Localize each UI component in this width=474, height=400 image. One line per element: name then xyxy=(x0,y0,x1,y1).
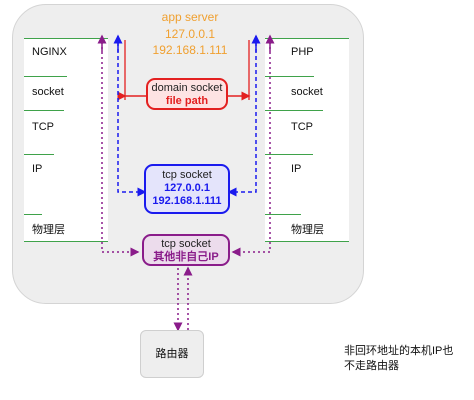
left-layer-tcp: TCP xyxy=(24,111,54,155)
tcp-local-ip-loopback: 127.0.0.1 xyxy=(164,182,210,194)
tcp-remote-sub: 其他非自己IP xyxy=(153,251,219,263)
right-layer-socket: socket xyxy=(265,77,323,111)
server-ip-lan: 192.168.1.111 xyxy=(152,43,228,57)
tcp-local-ip-lan: 192.168.1.111 xyxy=(152,195,222,207)
tcp-remote-label: tcp socket xyxy=(161,238,211,250)
right-layer-php: PHP xyxy=(265,39,314,77)
tcp-local-label: tcp socket xyxy=(162,169,212,181)
tcp-remote-box: tcp socket 其他非自己IP xyxy=(142,234,230,266)
domain-socket-label: domain socket xyxy=(151,82,223,94)
purple-path-left xyxy=(101,42,140,257)
blue-path-right xyxy=(227,42,257,197)
right-layer-tcp: TCP xyxy=(265,111,313,155)
left-stack: NGINX socket TCP IP 物理层 xyxy=(24,38,108,242)
blue-path-left xyxy=(117,42,147,197)
left-layer-socket: socket xyxy=(24,77,64,111)
left-layer-physical: 物理层 xyxy=(32,224,65,236)
router-box: 路由器 xyxy=(140,330,204,378)
right-layer-physical: 物理层 xyxy=(291,224,324,236)
domain-socket-box: domain socket file path xyxy=(146,78,228,110)
purple-path-right xyxy=(231,42,271,257)
note-text: 非回环地址的本机IP也不走路由器 xyxy=(344,345,454,372)
domain-socket-path: file path xyxy=(165,95,209,107)
router-label: 路由器 xyxy=(155,348,189,360)
right-layer-ip: IP xyxy=(265,155,302,215)
server-title: app server xyxy=(161,10,219,24)
left-layer-nginx: NGINX xyxy=(24,39,67,77)
server-ip-loopback: 127.0.0.1 xyxy=(164,27,216,41)
left-layer-ip: IP xyxy=(24,155,43,215)
tcp-local-box: tcp socket 127.0.0.1 192.168.1.111 xyxy=(144,164,230,214)
right-stack: PHP socket TCP IP 物理层 xyxy=(265,38,349,242)
